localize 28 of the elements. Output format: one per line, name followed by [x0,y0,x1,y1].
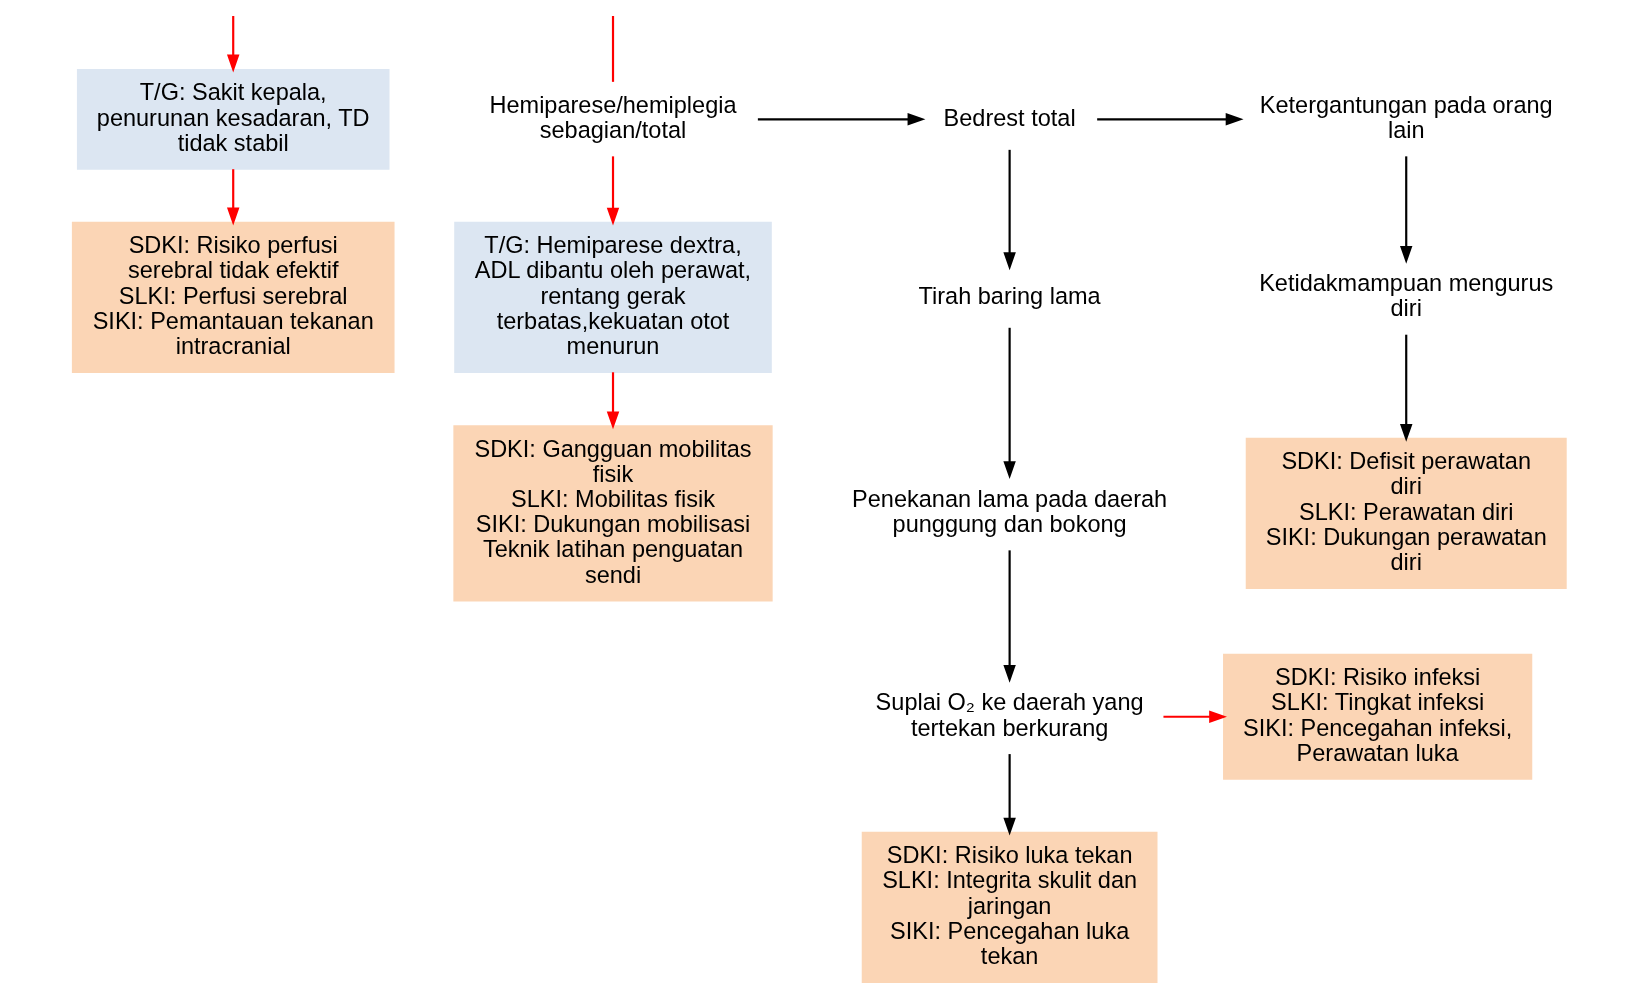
node-text: Tirah baring lama [918,282,1101,309]
node-text: Ketergantungan pada orang lain [1259,91,1553,144]
arrow [1400,334,1413,442]
node-box: T/G: Hemiparese dextra, ADL dibantu oleh perawat, rentang gerak terbatas,kekuatan otot menurun [454,221,772,374]
arrow [1003,149,1016,271]
arrow [606,372,620,430]
node-box: SDKI: Risiko perfusi serebral tidak efektif SLKI: Perfusi serebral SIKI: Pemantauan tekanan intracranial [71,221,395,374]
node-text: Penekanan lama pada daerah punggung dan bokong [852,486,1168,538]
connector [611,16,615,82]
node-text: Ketidakmampuan mengurus diri [1259,270,1554,322]
node-text: Hemiparese/hemiplegia sebagian/total [489,91,737,144]
node-box: T/G: Sakit kepala, penurunan kesadaran, TD tidak stabil [76,68,390,170]
arrow [1400,156,1413,264]
arrow [1163,710,1227,723]
node-text: Suplai O₂ ke daerah yang tertekan berkurang [875,689,1144,741]
arrow [757,113,926,126]
arrow [226,16,240,73]
arrow [226,169,240,226]
arrow [1003,550,1016,683]
node-box: SDKI: Gangguan mobilitas fisik SLKI: Mobilitas fisik SIKI: Dukungan mobilisasi Teknik latihan penguatan sendi [453,425,773,602]
arrow [1003,327,1016,479]
node-box: SDKI: Defisit perawatan diri SLKI: Perawatan diri SIKI: Dukungan perawatan diri [1245,437,1567,589]
arrow [1097,113,1244,126]
arrow [1003,754,1016,836]
node-box: SDKI: Risiko infeksi SLKI: Tingkat infeksi SIKI: Pencegahan infeksi, Perawatan luka [1223,653,1533,780]
arrow [606,156,620,226]
node-text: Bedrest total [943,104,1076,131]
node-box: SDKI: Risiko luka tekan SLKI: Integrita skulit dan jaringan SIKI: Pencegahan luka tekan [861,831,1158,984]
